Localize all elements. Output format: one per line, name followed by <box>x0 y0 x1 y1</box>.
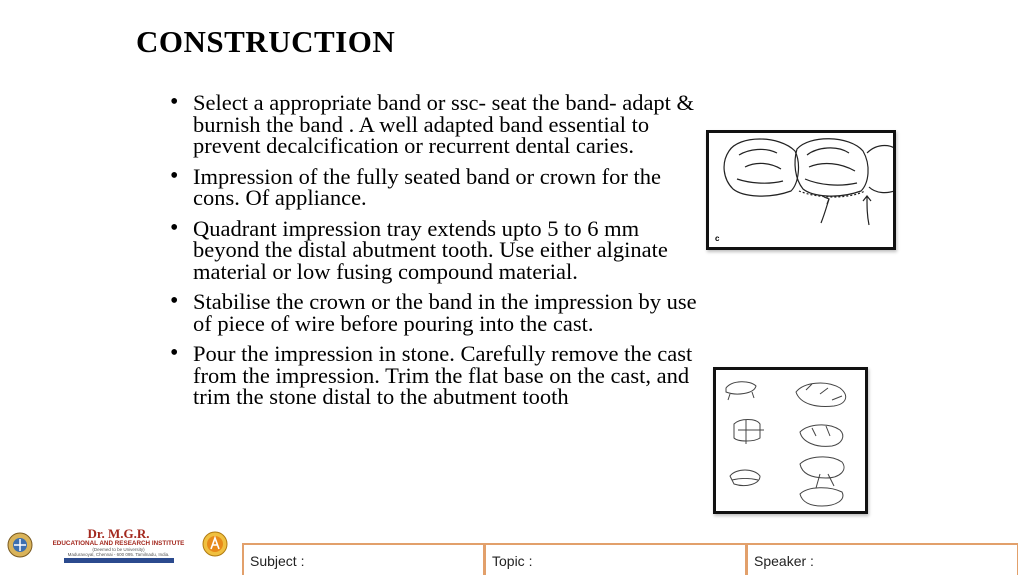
tooth-crown-drawing <box>723 138 893 226</box>
emblem-left-icon <box>7 532 33 558</box>
bullet-dot: • <box>170 214 179 241</box>
slide-title: CONSTRUCTION <box>136 24 396 59</box>
bullet-dot: • <box>170 340 179 366</box>
bullet-item: • Impression of the fully seated band or … <box>170 162 710 210</box>
bullet-item: • Pour the impression in stone. Carefully… <box>170 340 710 409</box>
footer-speaker: Speaker : <box>746 545 1018 575</box>
bullet-dot: • <box>170 288 179 314</box>
logo-address: Maduravoyal, Chennai - 600 095. Tamilnad… <box>67 552 170 557</box>
logo-institute: EDUCATIONAL AND RESEARCH INSTITUTE <box>52 540 185 547</box>
institute-logo: Dr. M.G.R. EDUCATIONAL AND RESEARCH INST… <box>4 527 230 573</box>
bullet-item: • Select a appropriate band or ssc- seat … <box>170 89 710 158</box>
logo-name: Dr. M.G.R. <box>87 526 150 541</box>
footer-bar: Subject : Topic : Speaker : <box>242 543 1018 575</box>
emblem-right-icon <box>202 531 228 557</box>
bullet-text: Pour the impression in stone. Carefully … <box>193 341 693 409</box>
bullet-text: Stabilise the crown or the band in the i… <box>193 289 697 336</box>
bullet-item: • Quadrant impression tray extends upto 5… <box>170 214 710 284</box>
bullet-text: Quadrant impression tray extends upto 5 … <box>193 215 668 284</box>
tooth-crown-illustration: c <box>706 130 896 250</box>
footer-topic: Topic : <box>484 545 746 575</box>
logo-ribbon <box>63 558 174 563</box>
logo-deemed: (Deemed to be University) <box>92 547 145 552</box>
bullet-dot: • <box>170 89 179 115</box>
bullet-dot: • <box>170 162 179 189</box>
impression-steps-illustration <box>713 367 868 514</box>
figure-letter: c <box>715 234 720 243</box>
bullet-list: • Select a appropriate band or ssc- seat … <box>170 89 710 417</box>
bullet-text: Impression of the fully seated band or c… <box>193 163 661 210</box>
bullet-text: Select a appropriate band or ssc- seat t… <box>193 90 695 158</box>
footer-subject: Subject : <box>242 545 484 575</box>
logo-text-block: Dr. M.G.R. EDUCATIONAL AND RESEARCH INST… <box>36 527 201 563</box>
impression-steps-drawing <box>725 381 847 507</box>
bullet-item: • Stabilise the crown or the band in the … <box>170 288 710 336</box>
